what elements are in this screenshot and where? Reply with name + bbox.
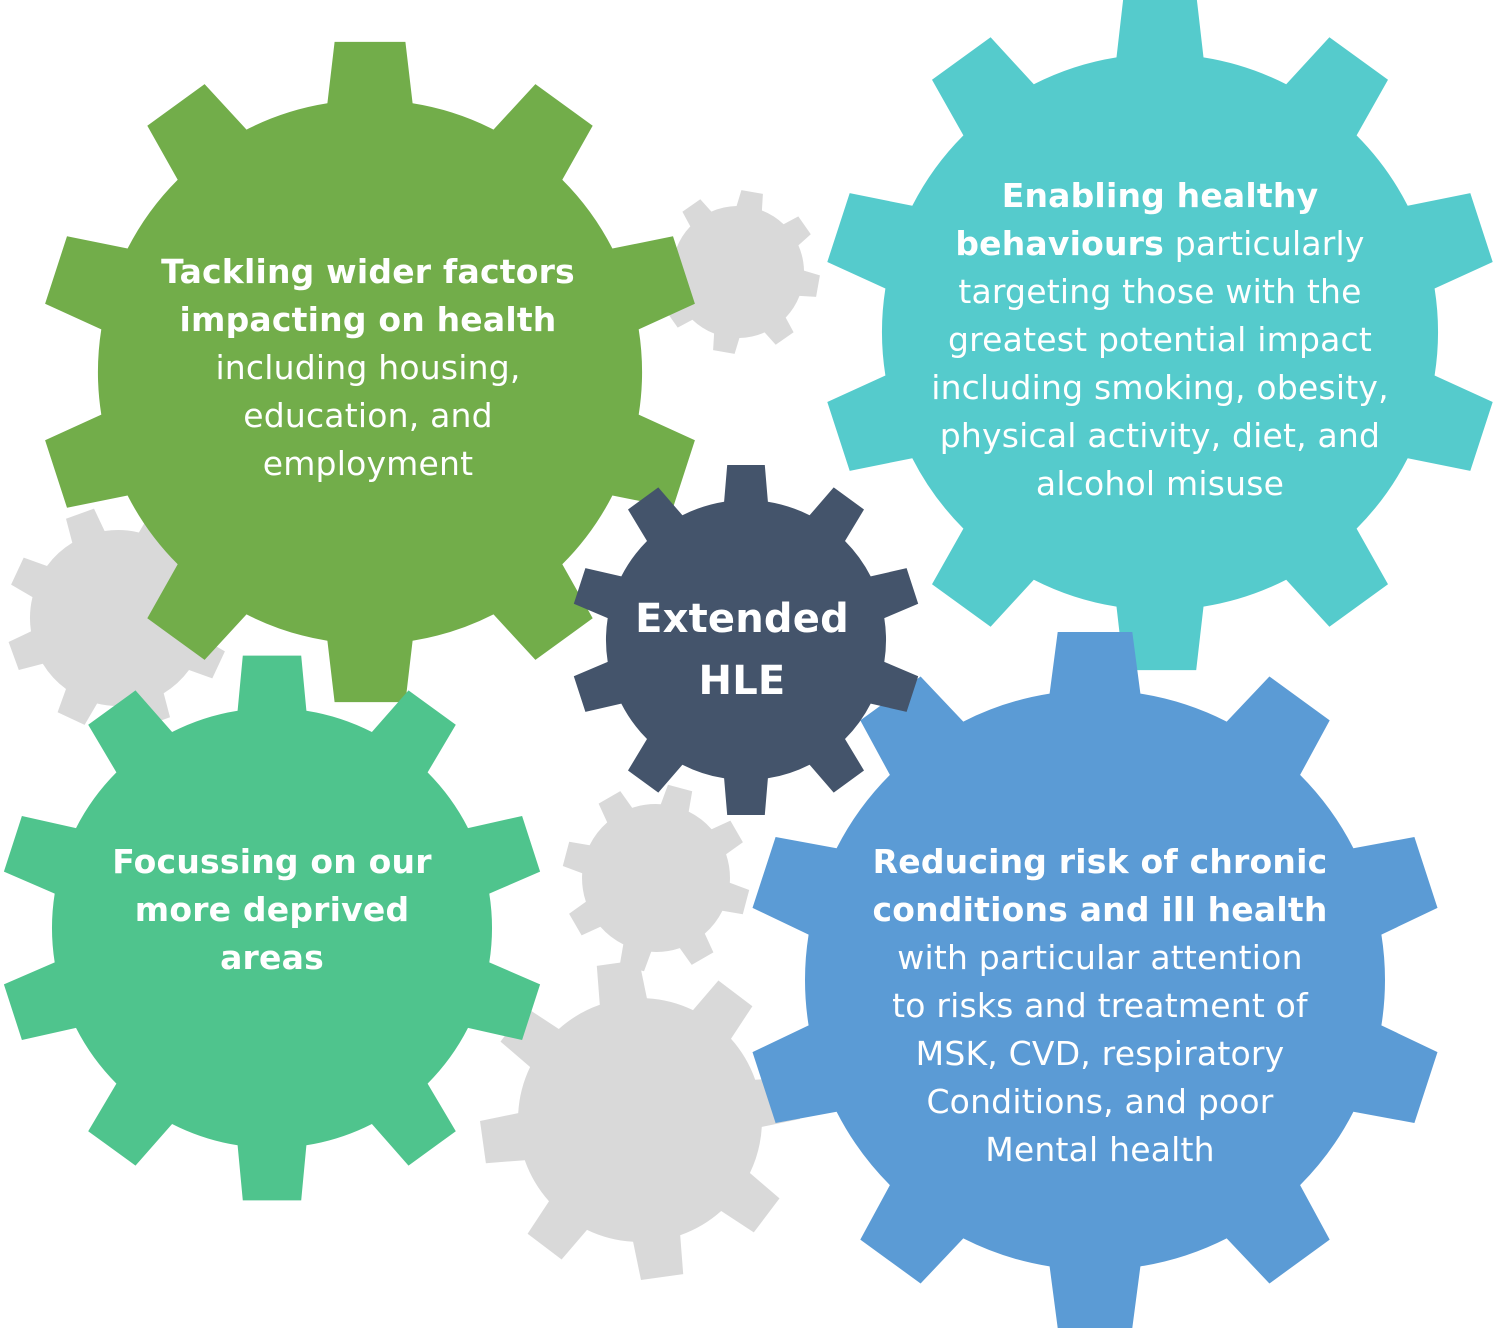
bottom-right-line-4: Conditions, and poor xyxy=(926,1082,1274,1121)
top-right-mixed-tail: particularly xyxy=(1164,224,1365,263)
center-line-2: HLE xyxy=(698,658,786,704)
top-right-line-5: alcohol misuse xyxy=(1035,464,1285,503)
bottom-left-bold-line-2: more deprived xyxy=(134,890,410,929)
green-gear xyxy=(45,41,695,703)
bottom-right-line-2: to risks and treatment of xyxy=(892,986,1308,1025)
top-left-gear-text: Tackling wider factors impacting on heal… xyxy=(118,248,618,488)
bottom-right-bold-line-1: Reducing risk of chronic xyxy=(872,842,1328,881)
top-right-line-1: targeting those with the xyxy=(958,272,1362,311)
center-gear-text: Extended HLE xyxy=(592,588,892,712)
bottom-left-bold-line-1: Focussing on our xyxy=(112,842,432,881)
top-right-gear-text: Enabling healthy behaviours particularly… xyxy=(900,172,1420,508)
grey-gear-middle-bottom xyxy=(562,784,750,972)
teal-gear xyxy=(827,0,1493,671)
bottom-left-bold-line-3: areas xyxy=(220,938,324,977)
top-left-line-1: including housing, xyxy=(215,348,521,387)
mint-gear xyxy=(3,655,541,1201)
top-right-bold-line-1: Enabling healthy xyxy=(1001,176,1319,215)
top-left-line-3: employment xyxy=(262,444,474,483)
bottom-left-gear-text: Focussing on our more deprived areas xyxy=(92,838,452,982)
top-right-line-3: including smoking, obesity, xyxy=(931,368,1389,407)
center-line-1: Extended xyxy=(635,596,849,642)
blue-gear xyxy=(752,632,1438,1328)
grey-gear-top-middle xyxy=(656,190,820,354)
top-right-bold-line-2: behaviours xyxy=(955,224,1164,263)
top-left-line-2: education, and xyxy=(243,396,493,435)
top-left-bold-line-2: impacting on health xyxy=(179,300,557,339)
center-gear xyxy=(573,465,919,815)
top-left-bold-line-1: Tackling wider factors xyxy=(161,252,575,291)
bottom-right-bold-line-2: conditions and ill health xyxy=(872,890,1328,929)
bottom-right-line-1: with particular attention xyxy=(897,938,1303,977)
top-right-line-2: greatest potential impact xyxy=(947,320,1373,359)
grey-gear-left xyxy=(8,508,228,728)
top-right-line-4: physical activity, diet, and xyxy=(939,416,1381,455)
grey-gear-bottom xyxy=(480,960,800,1280)
bottom-right-line-3: MSK, CVD, respiratory xyxy=(915,1034,1285,1073)
bottom-right-line-5: Mental health xyxy=(985,1130,1215,1169)
bottom-right-gear-text: Reducing risk of chronic conditions and … xyxy=(850,838,1350,1174)
